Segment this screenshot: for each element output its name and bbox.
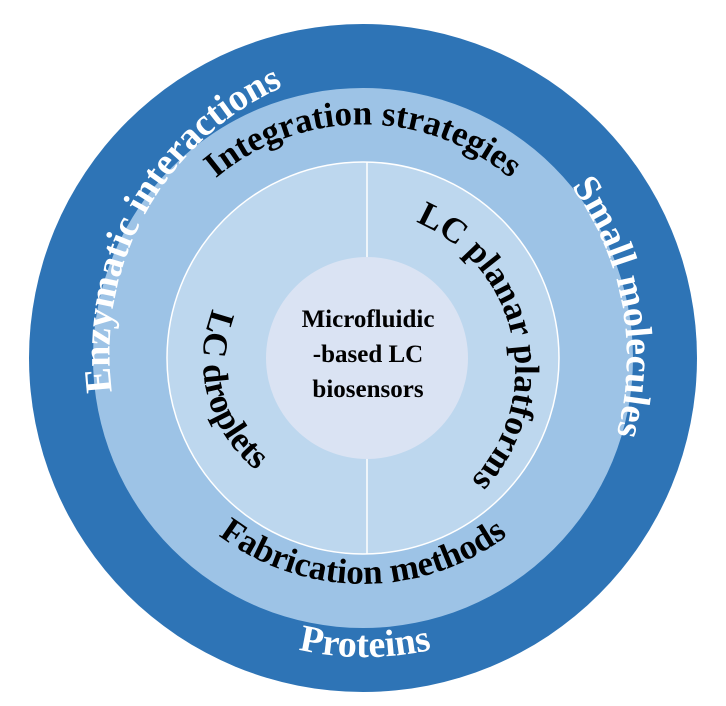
center-circle (266, 257, 468, 459)
center-line-2: -based LC (313, 341, 423, 368)
center-line-3: biosensors (312, 376, 423, 403)
center-line-1: Microfluidic (302, 306, 435, 333)
outer-bottom-label-path: Proteins (297, 617, 434, 666)
outer-bottom-label: Proteins (297, 617, 434, 666)
